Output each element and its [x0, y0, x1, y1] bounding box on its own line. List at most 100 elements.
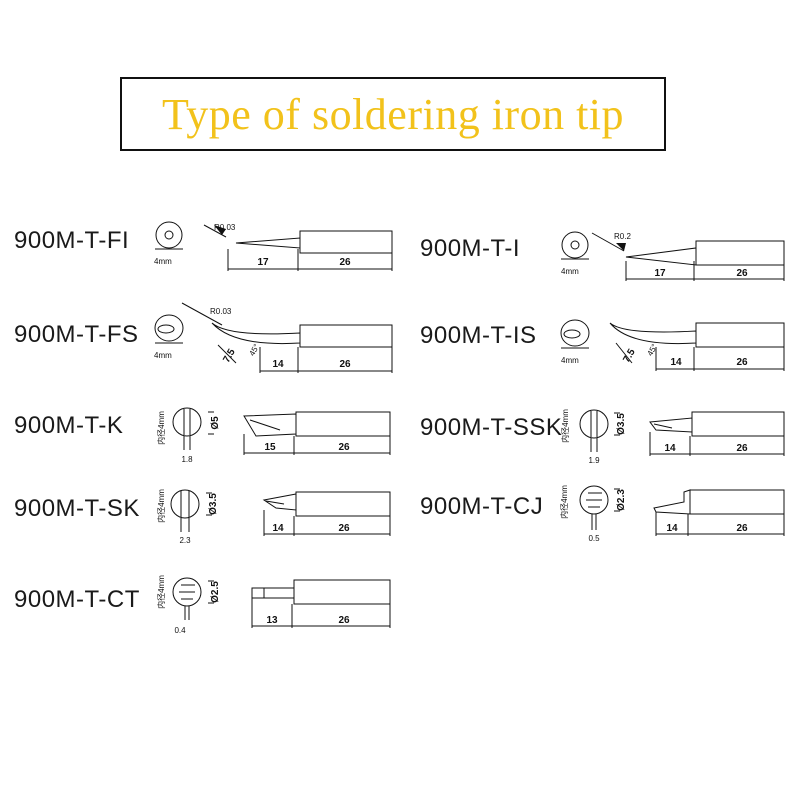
tip-bent-taper [609, 322, 697, 345]
tip-drawing: 内径4mm 2.3 Ø3.5 14 26 [156, 489, 391, 545]
width-label: 4mm [154, 257, 172, 266]
angle-label: 45° [247, 342, 261, 357]
tip-900m-t-ct: 900M-T-CT 内径4mm 0.4 Ø2.5 13 26 [14, 568, 404, 648]
blade-bevel [249, 419, 281, 431]
width-label: 4mm [561, 267, 579, 276]
end-view-circle [170, 489, 200, 519]
length-2-label: 26 [339, 359, 351, 370]
tip-name: 900M-T-SK [14, 495, 140, 522]
radius-label: R0.03 [214, 223, 236, 232]
tip-900m-t-is: 900M-T-IS 4mm 7.5 45° 14 26 [420, 313, 800, 393]
angle-line [217, 344, 237, 364]
end-view-circle [560, 319, 590, 347]
blade-head [243, 413, 297, 437]
tip-name: 900M-T-CJ [420, 493, 544, 520]
tip-name: 900M-T-FS [14, 321, 139, 348]
tip-name: 900M-T-SSK [420, 414, 563, 441]
title-frame: Type of soldering iron tip [120, 77, 666, 151]
thickness-label: 0.4 [174, 626, 186, 635]
tip-body [299, 230, 393, 254]
thickness-label: 2.3 [179, 536, 191, 545]
inner-diameter-label: 内径4mm [156, 575, 166, 609]
blade-head [262, 493, 297, 511]
blade-bevel [265, 500, 285, 505]
length-1-label: 17 [257, 257, 269, 268]
length-2-label: 26 [736, 268, 748, 279]
radius-arrow [214, 225, 226, 235]
end-view-circle [172, 577, 202, 607]
tip-name: 900M-T-IS [420, 322, 537, 349]
end-view-circle [172, 407, 202, 437]
tip-body [295, 491, 391, 517]
tip-body [295, 411, 391, 437]
thickness-label: 1.8 [181, 455, 193, 464]
tip-bent-taper [211, 322, 301, 345]
tip-900m-t-fi: 900M-T-FI 4mm R0.03 17 26 [14, 213, 404, 293]
end-view-circle [579, 485, 609, 515]
radius-label: R0.03 [210, 307, 232, 316]
length-2-label: 26 [338, 615, 350, 626]
tip-name: 900M-T-K [14, 412, 124, 439]
inner-diameter-label: 内径4mm [560, 409, 570, 443]
length-2-label: 26 [338, 442, 350, 453]
diameter-label: Ø2.3 [616, 489, 627, 511]
tip-drawing: 4mm R0.03 17 26 [154, 221, 393, 271]
end-view-circle [579, 409, 609, 439]
tip-body [695, 240, 785, 266]
blade-bevel [653, 423, 673, 429]
thickness-label: 1.9 [588, 456, 600, 465]
blade-head [653, 489, 691, 515]
tip-name: 900M-T-I [420, 235, 521, 262]
diameter-label: Ø3.5 [208, 493, 219, 515]
inner-diameter-label: 内径4mm [559, 485, 569, 519]
length-1-label: 14 [664, 443, 676, 454]
length-2-label: 26 [736, 443, 748, 454]
angle-line [615, 342, 633, 364]
length-2-label: 26 [338, 523, 350, 534]
thickness-label: 0.5 [588, 534, 600, 543]
length-1-label: 14 [670, 357, 682, 368]
tip-point-circle [164, 230, 174, 240]
inner-diameter-label: 内径4mm [156, 489, 166, 523]
tip-point-circle [570, 240, 580, 250]
tip-drawing: 内径4mm 0.4 Ø2.5 13 26 [156, 575, 391, 635]
diameter-label: Ø5 [210, 416, 221, 430]
tip-body [299, 324, 393, 348]
tip-900m-t-cj: 900M-T-CJ 内径4mm 0.5 Ø2.3 14 26 [420, 478, 800, 558]
radius-arrow [616, 243, 626, 251]
diameter-label: Ø2.5 [210, 581, 221, 603]
tip-body [695, 322, 785, 348]
angle-length-label: 7.5 [621, 347, 638, 365]
radius-leader [591, 232, 625, 252]
tip-name: 900M-T-CT [14, 586, 140, 613]
tip-900m-t-k: 900M-T-K 内径4mm 1.8 Ø5 15 26 [14, 400, 404, 480]
length-2-label: 26 [736, 357, 748, 368]
length-1-label: 15 [264, 442, 276, 453]
tip-point-circle [157, 324, 175, 334]
length-1-label: 14 [272, 523, 284, 534]
tip-drawing: 4mm R0.03 7.5 45° 14 26 [154, 302, 393, 373]
length-1-label: 13 [266, 615, 278, 626]
tip-drawing: 4mm R0.2 17 26 [561, 231, 785, 281]
tip-name: 900M-T-FI [14, 227, 130, 254]
tip-900m-t-ssk: 900M-T-SSK 内径4mm 1.9 Ø3.5 14 26 [420, 400, 800, 480]
length-1-label: 14 [272, 359, 284, 370]
tip-shank [251, 587, 295, 599]
tip-900m-t-fs: 900M-T-FS 4mm R0.03 7.5 45° 14 26 [14, 302, 404, 383]
page-title: Type of soldering iron tip [161, 89, 625, 139]
end-view-circle [154, 314, 184, 342]
tip-body [689, 489, 785, 515]
tip-taper [235, 237, 301, 249]
length-1-label: 17 [654, 268, 666, 279]
tip-drawing: 内径4mm 1.9 Ø3.5 14 26 [560, 409, 785, 465]
inner-diameter-label: 内径4mm [156, 411, 166, 445]
tip-900m-t-i: 900M-T-I 4mm R0.2 17 26 [420, 221, 800, 301]
tip-taper [625, 247, 697, 266]
tip-drawing: 内径4mm 1.8 Ø5 15 26 [156, 407, 391, 464]
length-2-label: 26 [736, 523, 748, 534]
angle-label: 45° [645, 342, 659, 357]
width-label: 4mm [154, 351, 172, 360]
diameter-label: Ø3.5 [616, 413, 627, 435]
width-label: 4mm [561, 356, 579, 365]
tip-900m-t-sk: 900M-T-SK 内径4mm 2.3 Ø3.5 14 26 [14, 480, 404, 560]
